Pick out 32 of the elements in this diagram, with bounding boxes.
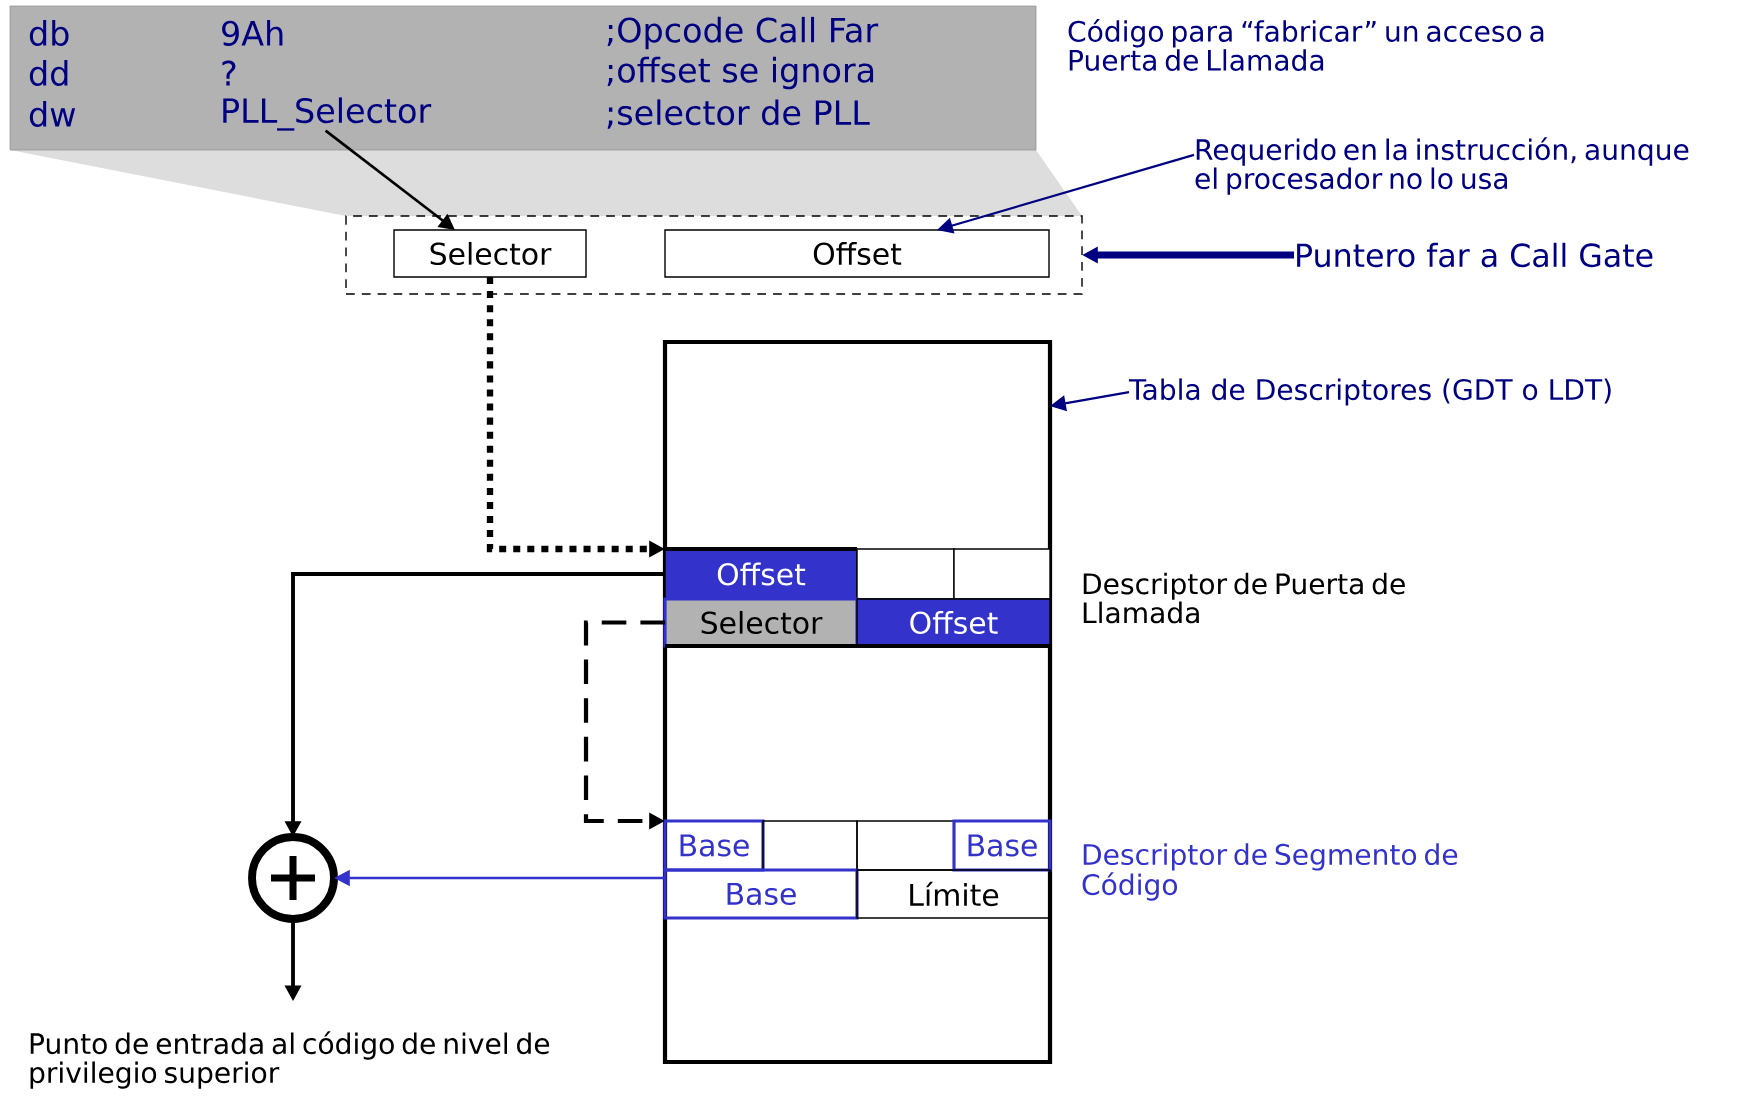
annotation-text: Descriptor de Puerta de Llamada bbox=[1083, 572, 1405, 624]
code-text: 9Ah bbox=[222, 20, 283, 46]
code-text: ? bbox=[222, 60, 236, 86]
annotation-text: Requerido en la instrucción, aunque el procesador no lo usa bbox=[1195, 137, 1689, 195]
table-cell bbox=[856, 820, 955, 871]
table-cell: Offset bbox=[856, 598, 1051, 647]
table-cell: Límite bbox=[856, 869, 1051, 919]
field-box: Offset bbox=[664, 229, 1050, 278]
annotation-text: Puntero far a Call Gate bbox=[1297, 242, 1653, 268]
table-cell: Base bbox=[663, 868, 859, 920]
table-cell bbox=[953, 548, 1051, 600]
code-text: dd bbox=[29, 60, 68, 86]
table-cell bbox=[856, 548, 955, 600]
code-text: dw bbox=[29, 101, 76, 127]
code-text: ;selector de PLL bbox=[607, 99, 870, 129]
table-cell: Selector bbox=[663, 597, 859, 648]
annotation-text: Punto de entrada al código de nivel de privilegio superior bbox=[30, 1031, 550, 1089]
table-cell: Offset bbox=[664, 548, 858, 600]
code-text: ;Opcode Call Far bbox=[607, 16, 879, 50]
table-cell: Base bbox=[663, 819, 765, 872]
code-text: PLL_Selector bbox=[223, 97, 432, 131]
descriptor-table bbox=[662, 339, 1053, 1065]
table-cell: Base bbox=[952, 819, 1052, 872]
annotation-text: Tabla de Descriptores (GDT o LDT) bbox=[1128, 378, 1611, 406]
pointer-box bbox=[345, 215, 1083, 295]
adder-circle bbox=[248, 833, 338, 923]
code-text: ;offset se ignora bbox=[607, 56, 874, 90]
annotation-text: Descriptor de Segmento de Código bbox=[1082, 843, 1458, 901]
table-cell bbox=[762, 820, 858, 871]
code-text: db bbox=[29, 20, 69, 46]
annotation-text: Código para “fabricar” un acceso a Puerta de Llamada bbox=[1068, 19, 1544, 71]
field-box: Selector bbox=[393, 229, 587, 278]
